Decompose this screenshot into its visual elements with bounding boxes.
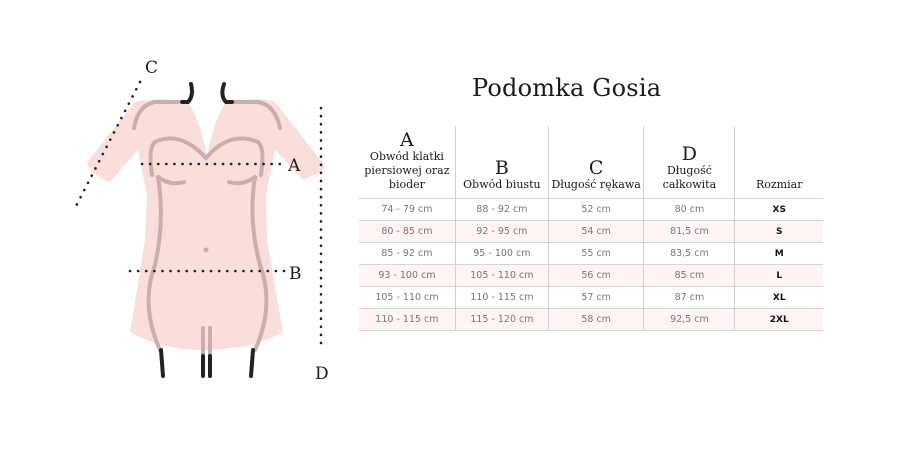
robe-silhouette-icon	[72, 80, 325, 378]
header-letter: A	[400, 129, 414, 151]
cell-b: 88 - 92 cm	[454, 198, 549, 221]
cell-a: 93 - 100 cm	[359, 264, 456, 287]
cell-b: 110 - 115 cm	[454, 286, 549, 309]
cell-size: M	[734, 242, 823, 265]
garment-measurement-diagram: C A B D	[60, 50, 350, 400]
cell-d: 83,5 cm	[643, 242, 735, 265]
cell-size: L	[734, 264, 823, 287]
cell-c: 55 cm	[547, 242, 644, 265]
cell-d: 81,5 cm	[643, 220, 735, 243]
header-label: Obwód klatki piersiowej oraz bioder	[364, 150, 450, 191]
cell-size: XL	[734, 286, 823, 309]
label-d: D	[315, 364, 329, 384]
header-label: Długość rękawa	[551, 178, 641, 191]
cell-b: 92 - 95 cm	[454, 220, 549, 243]
cell-a: 110 - 115 cm	[359, 308, 456, 331]
cell-b: 95 - 100 cm	[454, 242, 549, 265]
cell-c: 52 cm	[547, 198, 644, 221]
page-title: Podomka Gosia	[472, 74, 662, 102]
cell-c: 54 cm	[547, 220, 644, 243]
cell-d: 92,5 cm	[643, 308, 735, 331]
cell-d: 80 cm	[643, 198, 735, 221]
cell-c: 56 cm	[547, 264, 644, 287]
header-label: Długość całkowita	[662, 164, 717, 191]
label-a: A	[288, 156, 301, 176]
cell-a: 105 - 110 cm	[359, 286, 456, 309]
cell-a: 85 - 92 cm	[359, 242, 456, 265]
cell-b: 105 - 110 cm	[454, 264, 549, 287]
cell-b: 115 - 120 cm	[454, 308, 549, 331]
cell-d: 87 cm	[643, 286, 735, 309]
cell-size: 2XL	[734, 308, 823, 331]
header-letter: D	[681, 143, 698, 165]
cell-a: 80 - 85 cm	[359, 220, 456, 243]
cell-a: 74 - 79 cm	[359, 198, 456, 221]
cell-c: 57 cm	[547, 286, 644, 309]
cell-size: XS	[734, 198, 823, 221]
cell-d: 85 cm	[643, 264, 735, 287]
header-letter: B	[494, 157, 509, 179]
column-header-size: Rozmiar	[734, 126, 823, 199]
cell-size: S	[734, 220, 823, 243]
label-c: C	[145, 58, 159, 78]
label-b: B	[289, 264, 302, 284]
cell-c: 58 cm	[547, 308, 644, 331]
header-letter: C	[588, 157, 604, 179]
header-label: Rozmiar	[755, 178, 803, 191]
header-label: Obwód biustu	[463, 178, 541, 191]
